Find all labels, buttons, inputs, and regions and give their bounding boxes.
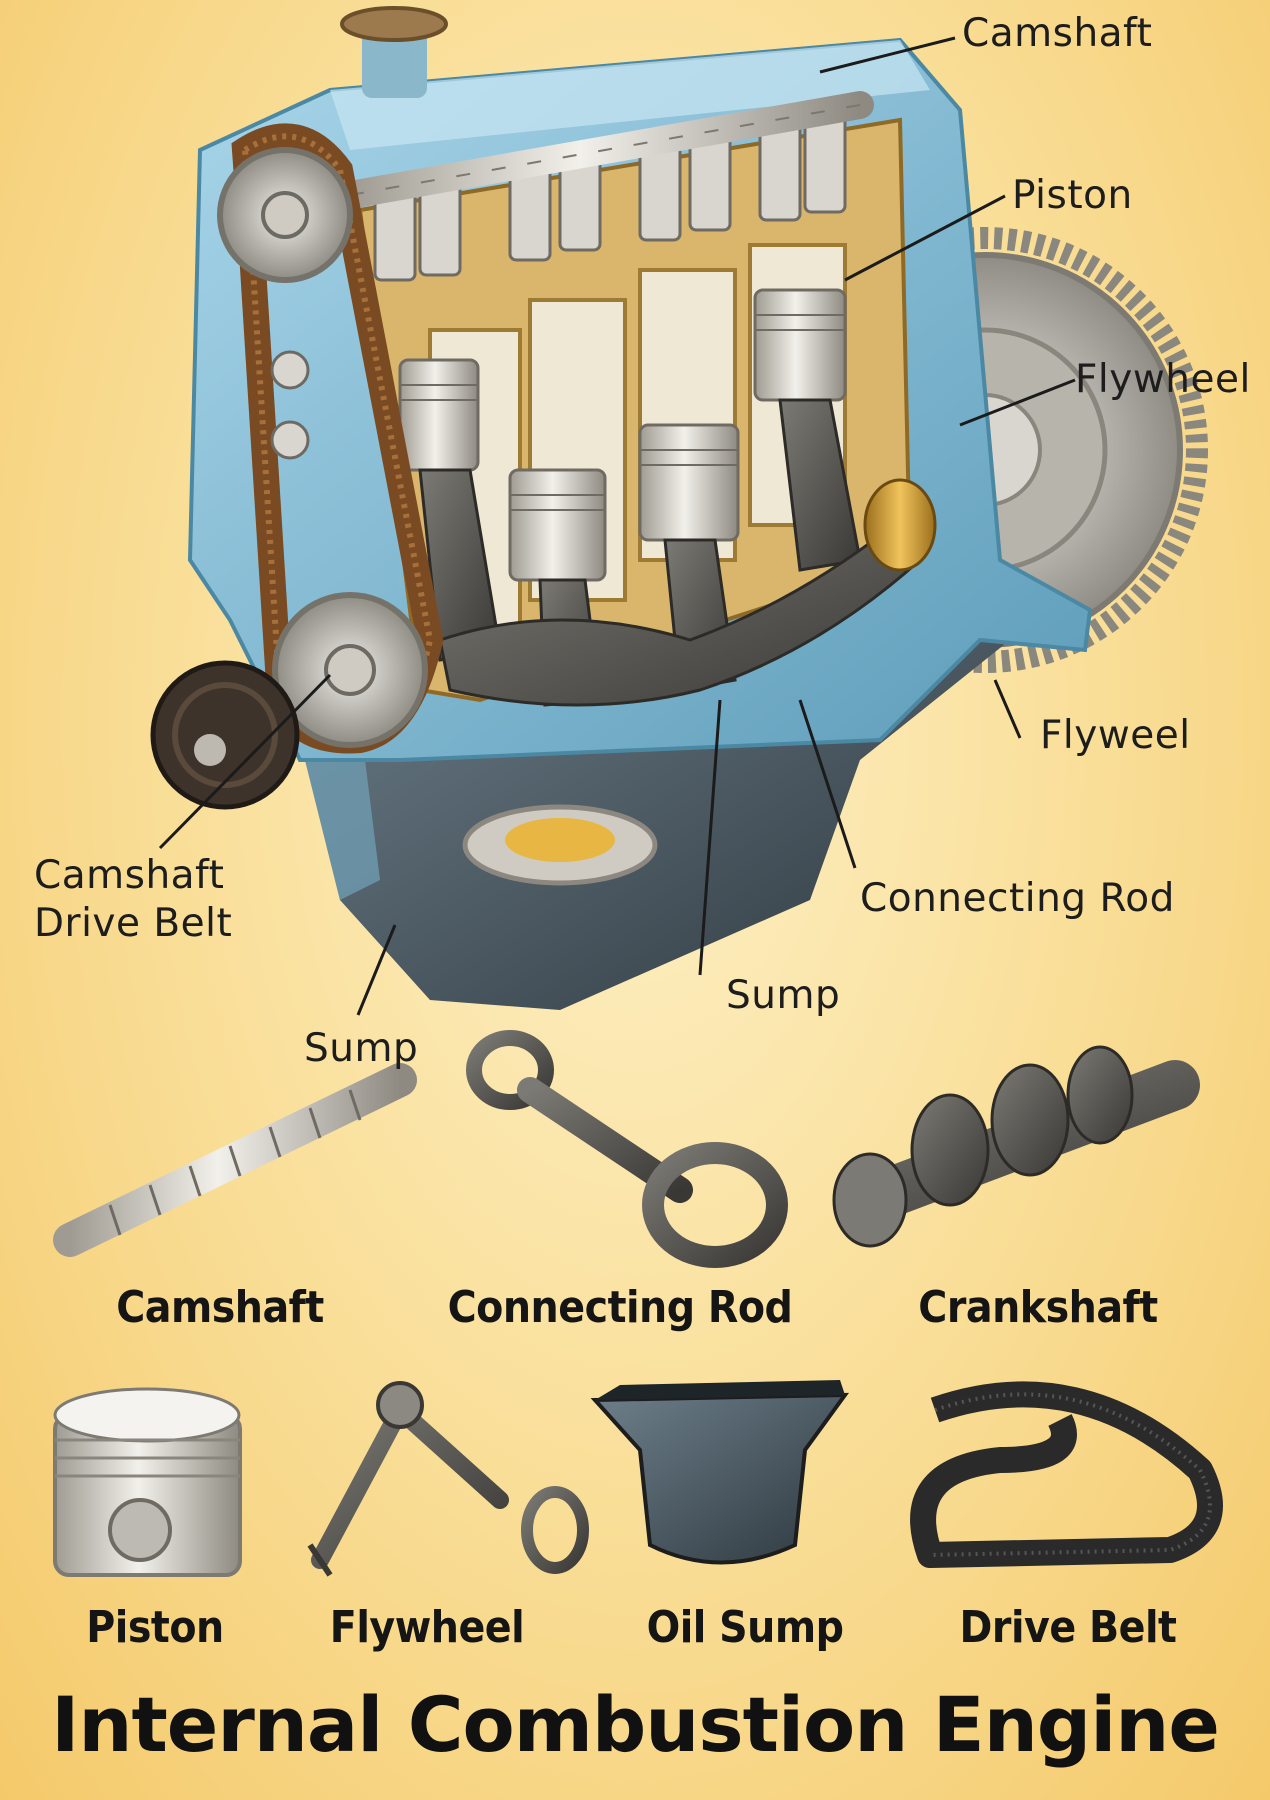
part-label-camshaft: Camshaft bbox=[116, 1282, 324, 1333]
callout-sump-left: Sump bbox=[304, 1026, 419, 1071]
piston-part-illustration bbox=[53, 1387, 242, 1577]
leader-flywheel bbox=[959, 378, 1076, 427]
callout-camshaft-drive-belt: Camshaft Drive Belt bbox=[34, 852, 232, 947]
part-label-oil-sump: Oil Sump bbox=[646, 1602, 844, 1653]
connecting-rod-part-illustration bbox=[466, 1030, 788, 1268]
drive-belt-part-illustration bbox=[910, 1381, 1223, 1568]
part-label-piston: Piston bbox=[86, 1602, 224, 1653]
callout-sump-center: Sump bbox=[726, 973, 841, 1018]
callout-flyweel: Flyweel bbox=[1040, 713, 1191, 758]
callout-flywheel: Flywheel bbox=[1075, 357, 1251, 402]
page-title: Internal Combustion Engine bbox=[51, 1680, 1220, 1769]
callout-camshaft-drive-belt-line2: Drive Belt bbox=[34, 900, 233, 946]
leader-piston bbox=[844, 194, 1006, 282]
flywheel-part-illustration bbox=[307, 1381, 589, 1577]
leader-connecting-rod bbox=[798, 699, 857, 869]
leader-sump-center bbox=[698, 699, 722, 976]
part-label-connecting-rod: Connecting Rod bbox=[447, 1282, 793, 1333]
leader-drive-belt bbox=[158, 673, 332, 850]
part-label-drive-belt: Drive Belt bbox=[959, 1602, 1177, 1653]
callout-connecting-rod: Connecting Rod bbox=[860, 876, 1175, 921]
leader-lines bbox=[158, 36, 1076, 1016]
leader-flyweel bbox=[993, 679, 1022, 739]
part-label-flywheel: Flywheel bbox=[329, 1602, 525, 1653]
engine-cutaway bbox=[336, 91, 937, 707]
oil-sump-part-illustration bbox=[590, 1380, 849, 1565]
callout-camshaft: Camshaft bbox=[962, 11, 1153, 56]
callout-camshaft-drive-belt-line1: Camshaft bbox=[34, 853, 225, 898]
part-label-crankshaft: Crankshaft bbox=[918, 1282, 1158, 1333]
crankshaft-part-illustration bbox=[832, 1045, 1200, 1248]
leader-camshaft bbox=[819, 36, 956, 74]
leader-sump-left bbox=[356, 924, 397, 1016]
timing-belt-assembly bbox=[150, 123, 444, 810]
callout-piston: Piston bbox=[1012, 173, 1133, 218]
camshaft-part-illustration bbox=[53, 1063, 417, 1257]
